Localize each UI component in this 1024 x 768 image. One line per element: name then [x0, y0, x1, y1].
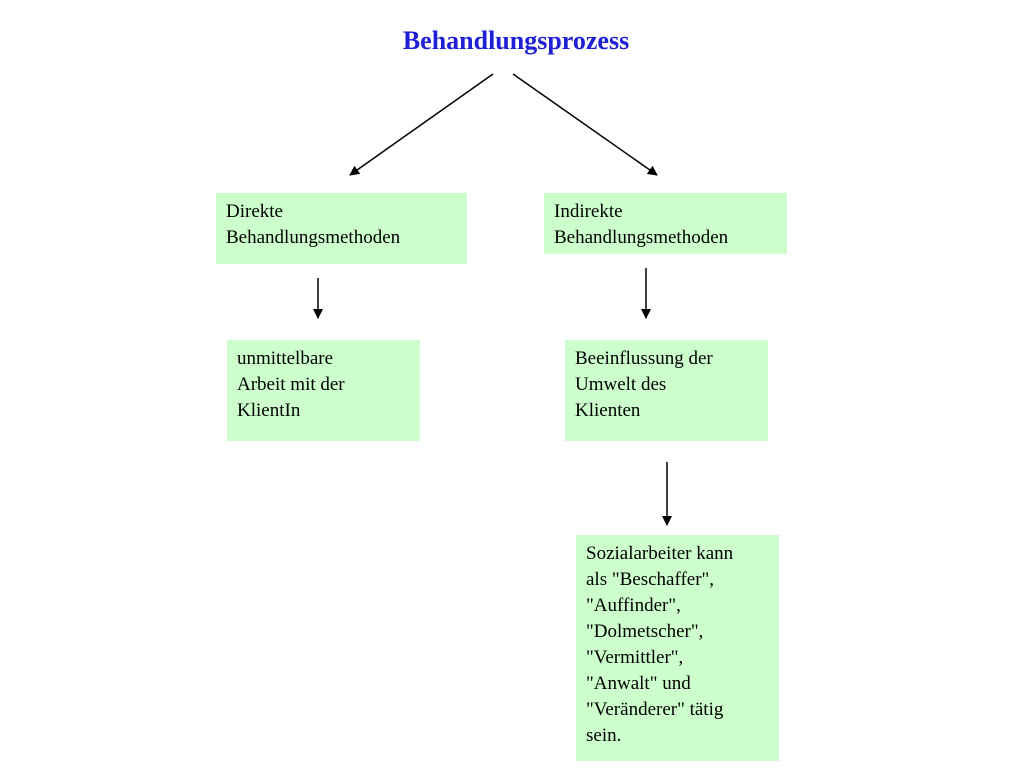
box-environment-influence: Beeinflussung der Umwelt des Klienten [565, 340, 768, 441]
box-social-worker-roles: Sozialarbeiter kann als "Beschaffer", "A… [576, 535, 779, 761]
box-indirect-methods: Indirekte Behandlungsmethoden [544, 193, 787, 254]
arrow-title-to-indirect [512, 73, 658, 176]
arrow-title-to-direct [349, 73, 494, 176]
box-direct-methods: Direkte Behandlungsmethoden [216, 193, 467, 264]
diagram-title: Behandlungsprozess [402, 26, 630, 55]
box-direct-client-work: unmittelbare Arbeit mit der KlientIn [227, 340, 420, 441]
